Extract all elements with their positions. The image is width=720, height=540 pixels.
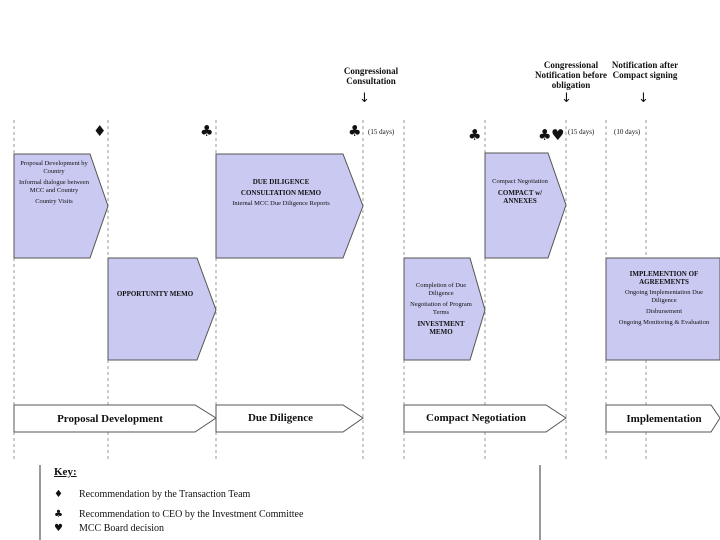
completion-box-text: Completion of Due Diligence Negotiation … (408, 282, 474, 339)
note-notification-after-signing: Notification after Compact signing (611, 60, 679, 80)
phase-label-compact: Compact Negotiation (426, 412, 526, 424)
implementation-box-text: IMPLEMENTION OF AGREEMENTS Ongoing Imple… (612, 270, 716, 330)
days-label: (10 days) (614, 128, 641, 136)
opportunity-box-text: OPPORTUNITY MEMO (115, 290, 195, 298)
due-diligence-box-text: DUE DILIGENCE CONSULTATION MEMO Internal… (222, 178, 340, 211)
box-opportunity-memo (107, 257, 217, 361)
box-proposal-development (13, 153, 109, 259)
note-congressional-notification: Congressional Notification before obliga… (534, 60, 608, 90)
key-row-diamond: ♦ Recommendation by the Transaction Team (54, 489, 250, 501)
key-row-heart: ♥ MCC Board decision (54, 523, 164, 535)
implementation-line: Disbursement (645, 308, 683, 315)
down-arrow-icon: ↓ (561, 91, 572, 106)
heart-icon: ♥ (54, 523, 63, 534)
key-heart-text: MCC Board decision (79, 523, 164, 534)
phase-label-implementation: Implementation (626, 413, 702, 425)
proposal-box-text: Proposal Development by Country Informal… (18, 160, 90, 209)
compact-line: COMPACT w/ ANNEXES (497, 189, 543, 205)
club-icon: ♣ (348, 122, 362, 140)
key-diamond-text: Recommendation by the Transaction Team (79, 489, 251, 500)
due-diligence-line: Internal MCC Due Diligence Reports (232, 200, 330, 207)
box-compact-negotiation (484, 152, 567, 259)
proposal-line: Proposal Development by Country (20, 160, 88, 175)
phase-arrow-proposal (13, 404, 217, 433)
heart-icon: ♥ (551, 126, 565, 144)
proposal-line: Country Visits (35, 198, 73, 205)
club-icon: ♣ (468, 126, 482, 144)
club-icon: ♣ (538, 126, 552, 144)
due-diligence-line: CONSULTATION MEMO (240, 189, 322, 197)
club-icon: ♣ (54, 509, 63, 520)
down-arrow-icon: ↓ (359, 91, 370, 106)
completion-line: INVESTMENT MEMO (417, 320, 465, 336)
compact-line: Compact Negotiation (492, 178, 548, 185)
phase-arrow-due-diligence (215, 404, 364, 433)
implementation-line: IMPLEMENTION OF AGREEMENTS (629, 270, 699, 286)
proposal-line: Informal dialogue between MCC and Countr… (18, 179, 90, 194)
key-row-club: ♣ Recommendation to CEO by the Investment… (54, 509, 303, 521)
diamond-icon: ♦ (93, 122, 107, 140)
key-club-text: Recommendation to CEO by the Investment … (79, 509, 304, 520)
diamond-icon: ♦ (54, 489, 63, 500)
completion-line: Completion of Due Diligence (415, 282, 467, 297)
down-arrow-icon: ↓ (638, 91, 649, 106)
phase-label-due-diligence: Due Diligence (247, 412, 314, 424)
box-completion-due-diligence (403, 257, 486, 361)
compact-box-text: Compact Negotiation COMPACT w/ ANNEXES (490, 178, 550, 208)
box-implementation (605, 257, 720, 361)
implementation-line: Ongoing Monitoring & Evaluation (618, 319, 710, 326)
key-title: Key: (54, 466, 77, 478)
implementation-line: Ongoing Implementation Due Diligence (625, 289, 703, 304)
club-icon: ♣ (200, 122, 214, 140)
days-label: (15 days) (568, 128, 595, 136)
key-legend: Key: ♦ Recommendation by the Transaction … (40, 465, 540, 539)
box-due-diligence (215, 153, 364, 259)
due-diligence-line: DUE DILIGENCE (252, 178, 310, 186)
completion-line: Negotiation of Program Terms (410, 301, 472, 316)
note-congressional-consultation: Congressional Consultation (343, 66, 399, 86)
days-label: (15 days) (368, 128, 395, 136)
phase-arrow-implementation (605, 404, 720, 433)
phase-arrow-compact (403, 404, 567, 433)
phase-label-proposal: Proposal Development (57, 413, 163, 425)
opportunity-line: OPPORTUNITY MEMO (116, 290, 194, 298)
